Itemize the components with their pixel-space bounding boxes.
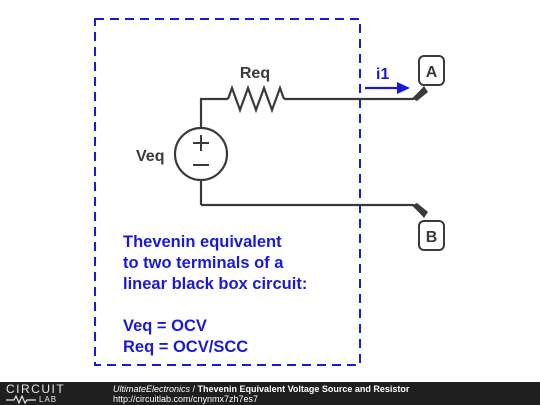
terminal-a-lead	[413, 86, 428, 101]
footer-title[interactable]: Thevenin Equivalent Voltage Source and R…	[197, 384, 410, 394]
current-label: i1	[376, 66, 389, 83]
footer-separator: /	[190, 384, 198, 394]
voltage-source-veq	[173, 126, 229, 182]
footer-title-line: UltimateElectronics / Thevenin Equivalen…	[113, 384, 409, 394]
note-line: Thevenin equivalent	[123, 233, 282, 251]
note-gap	[123, 295, 353, 316]
resistor-req	[226, 84, 286, 114]
wire-bottom	[201, 203, 423, 215]
terminal-a[interactable]	[418, 55, 445, 86]
footer-url[interactable]: http://circuitlab.com/cnynmx7zh7es7	[113, 394, 259, 404]
logo-bottom: LAB	[6, 395, 106, 404]
terminal-b[interactable]	[418, 220, 445, 251]
note-line: to two terminals of a	[123, 254, 284, 272]
schematic: A B i1 Req Veq	[94, 18, 445, 366]
thevenin-note: Thevenin equivalent to two terminals of …	[123, 232, 353, 358]
circuitlab-logo[interactable]: CIRCUIT LAB	[6, 383, 106, 405]
source-label: Veq	[136, 148, 164, 165]
resistor-wave-icon	[6, 395, 36, 404]
terminal-b-lead	[413, 203, 428, 218]
logo-bottom-text: LAB	[39, 395, 58, 404]
terminal-b-label: B	[426, 229, 438, 246]
note-line: Veq = OCV	[123, 317, 207, 335]
wire-top-left	[199, 97, 228, 128]
note-line: linear black box circuit:	[123, 275, 308, 293]
footer-bar: CIRCUIT LAB UltimateElectronics / Theven…	[0, 382, 540, 405]
logo-top-text: CIRCUIT	[6, 382, 66, 396]
terminal-a-label: A	[426, 64, 438, 81]
footer-text: UltimateElectronics / Thevenin Equivalen…	[113, 384, 409, 404]
footer-author[interactable]: UltimateElectronics	[113, 384, 191, 394]
black-box-boundary	[94, 18, 361, 366]
schematic-canvas: A B i1 Req Veq	[94, 18, 445, 366]
note-line: Req = OCV/SCC	[123, 338, 249, 356]
resistor-label: Req	[240, 65, 270, 82]
current-arrow-head	[397, 82, 410, 94]
